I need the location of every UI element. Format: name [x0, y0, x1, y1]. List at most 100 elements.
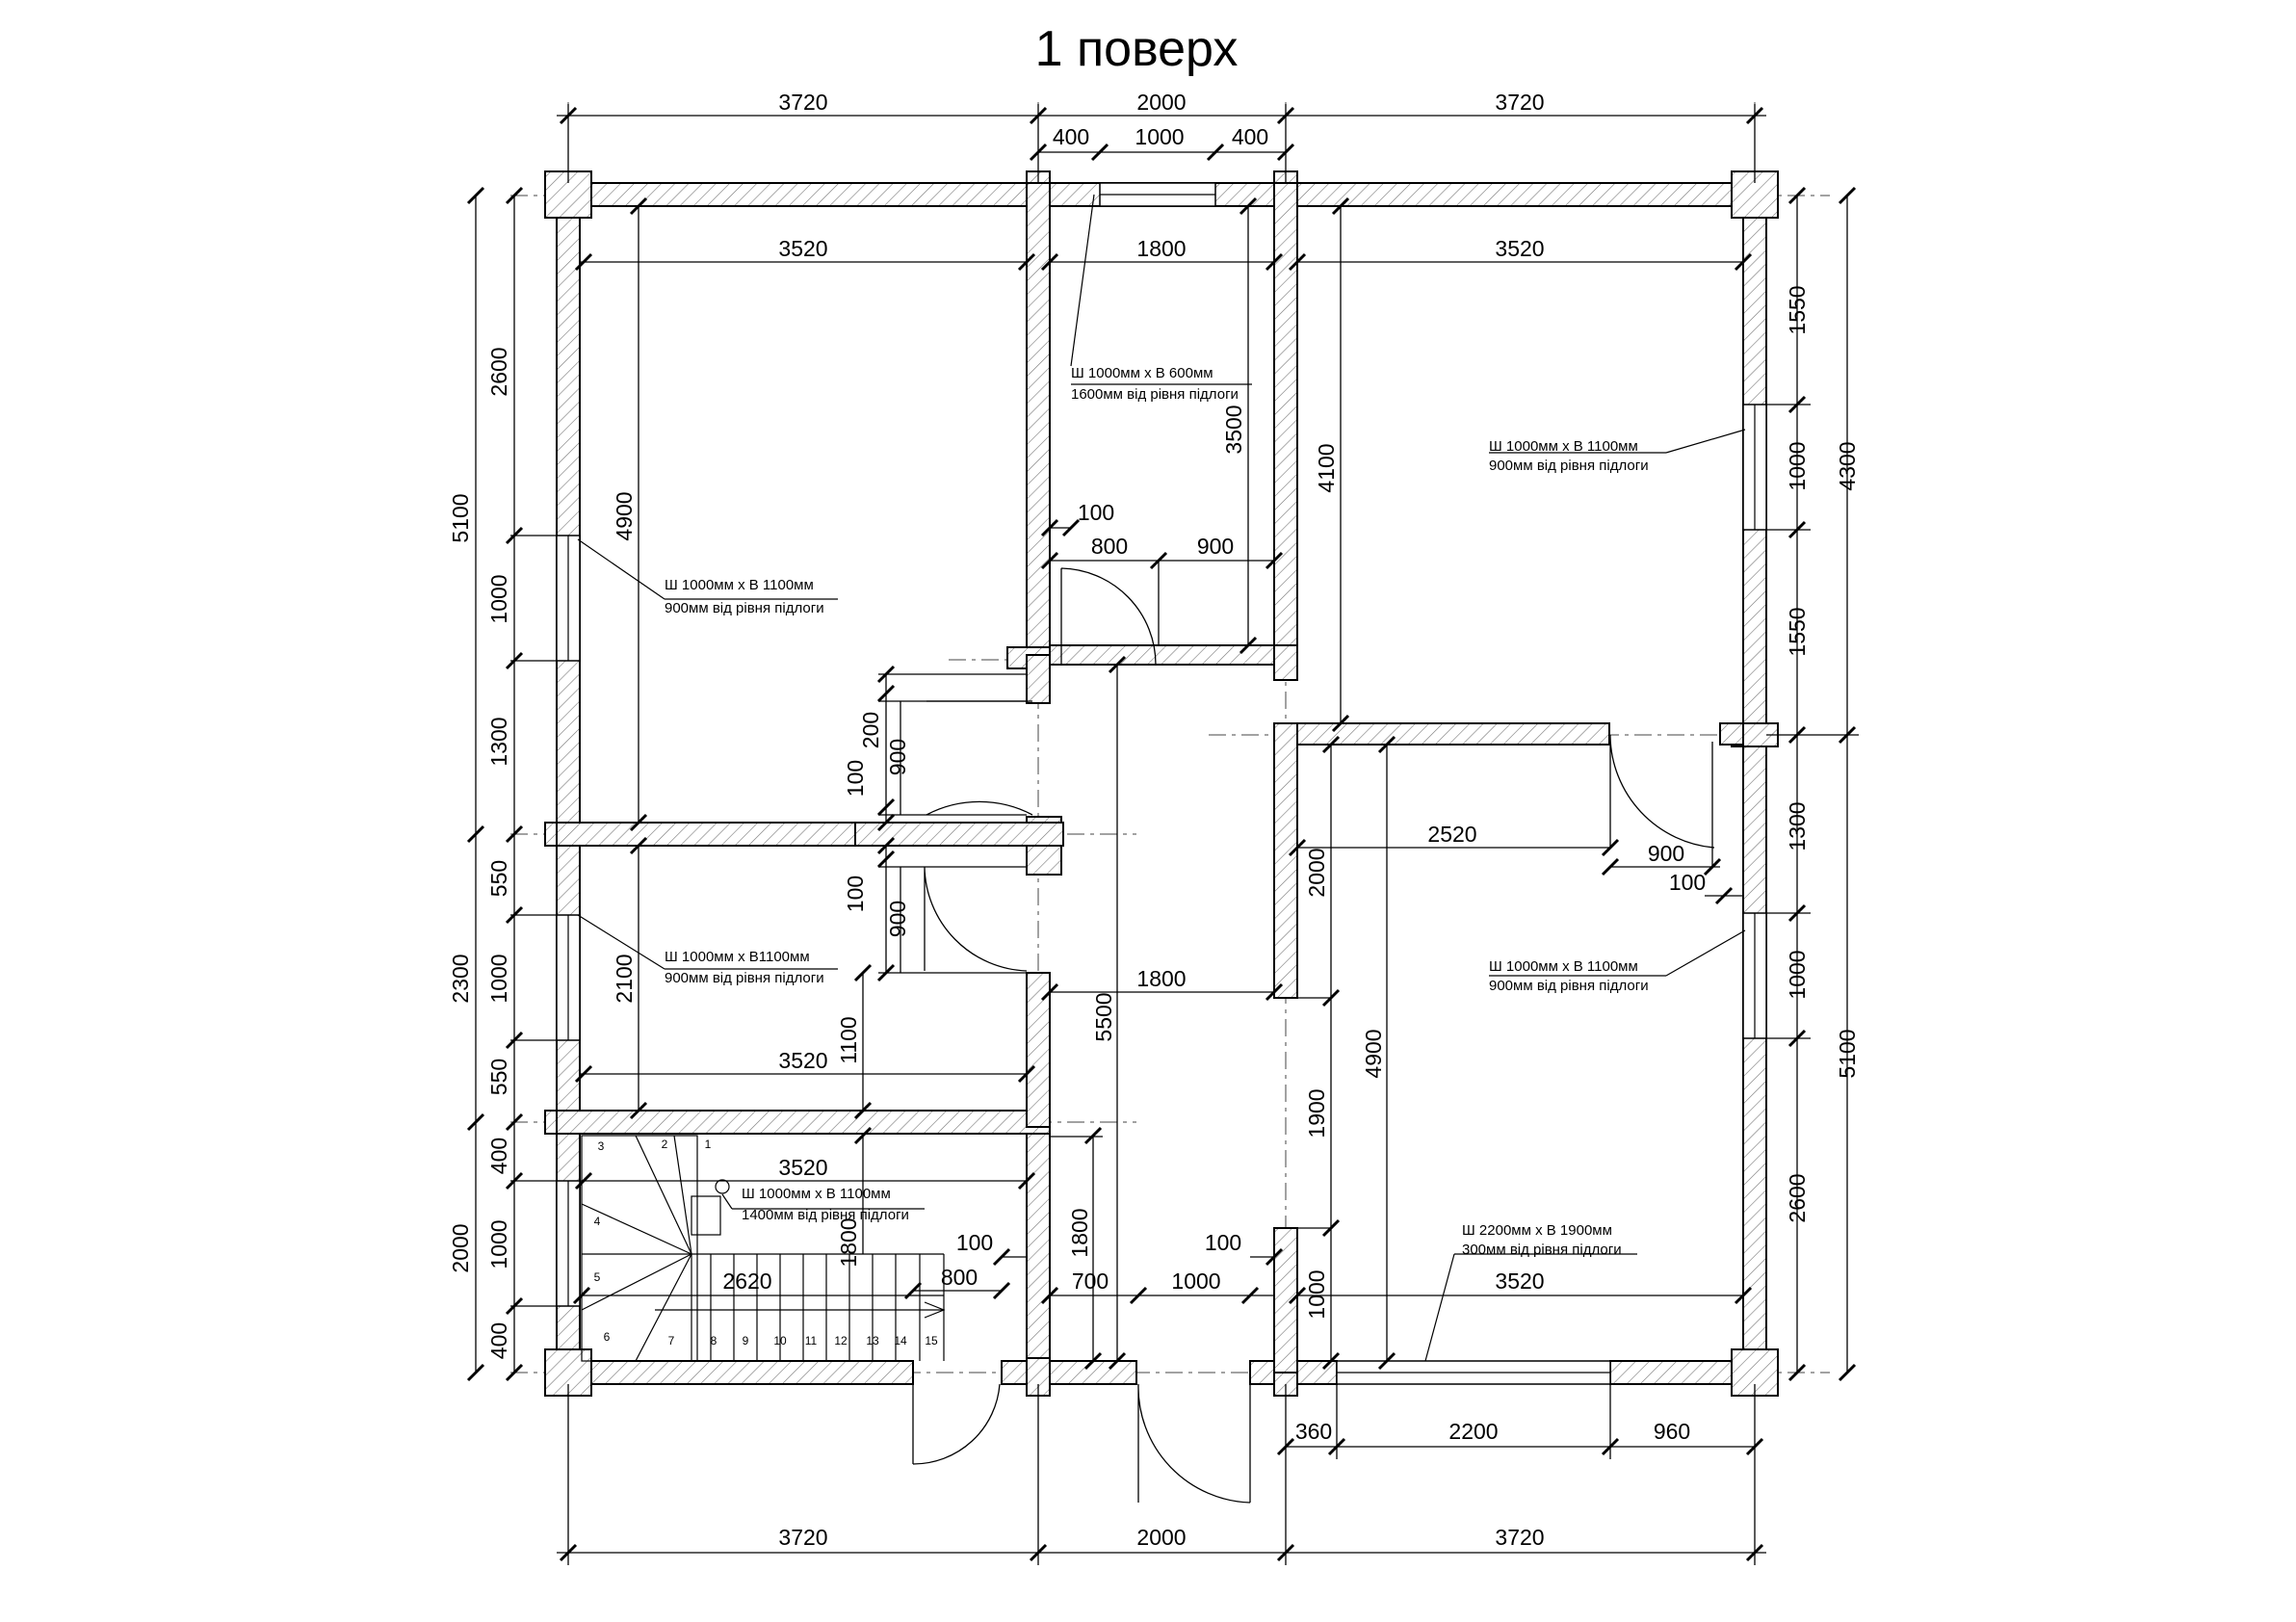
dim-bottom-middle: 2000 [1136, 1525, 1186, 1550]
window-note-ne: Ш 1000мм х В 1100мм 900мм від рівня підл… [1489, 438, 1649, 474]
door-bath [1060, 567, 1157, 666]
dim-bottom-window: 2200 [1448, 1419, 1498, 1444]
dim-room-nw-height: 4900 [612, 491, 637, 540]
dim-vest-door: 1000 [1171, 1269, 1220, 1294]
stairs: 1 2 3 4 5 6 7 8 9 10 11 12 13 14 15 [581, 1135, 946, 1362]
dim-bottom-left: 3720 [778, 1525, 827, 1550]
wall-room-w-right [1026, 972, 1051, 1128]
wall-room-nw-bottom-2 [854, 822, 1064, 847]
dim-room-ne-width: 3520 [1495, 236, 1544, 261]
dim-room-nw-width: 3520 [778, 236, 827, 261]
dim-bottom-right: 3720 [1495, 1525, 1544, 1550]
window-note-w: Ш 1000мм х В1100мм 900мм від рівня підло… [665, 949, 824, 986]
stair-step-9: 9 [743, 1334, 749, 1347]
wall-bath-bottom-right [1273, 644, 1298, 681]
wall-room-nw-bottom [556, 822, 856, 847]
window-note-living-size: Ш 2200мм х В 1900мм [1462, 1222, 1612, 1239]
door-exit-main [1137, 1383, 1251, 1504]
stair-step-14: 14 [894, 1334, 907, 1347]
window-note-ne-size: Ш 1000мм х В 1100мм [1489, 438, 1638, 455]
interior-dimension-lines [572, 196, 1753, 1371]
dim-left-inner-7: 400 [486, 1138, 511, 1174]
dim-hall-width: 1800 [1136, 966, 1186, 991]
wall-hall-left-top [1026, 654, 1051, 704]
stair-step-12: 12 [834, 1334, 848, 1347]
door-room-nw [926, 700, 1033, 816]
door-room-w [924, 866, 1028, 972]
dim-vest-height: 1800 [1067, 1208, 1092, 1257]
window-note-stair-height: 1400мм від рівня підлоги [742, 1207, 909, 1223]
dim-left-outer-2: 2300 [448, 954, 473, 1003]
dim-top-left: 3720 [778, 90, 827, 115]
dim-left-outer-1: 5100 [448, 493, 473, 542]
outer-wall-top-left [556, 182, 1051, 207]
stair-step-15: 15 [925, 1334, 938, 1347]
door-living [1609, 735, 1715, 867]
dim-bottom-window-right: 960 [1654, 1419, 1690, 1444]
stair-step-7: 7 [668, 1334, 675, 1347]
dim-bottom-window-left: 360 [1295, 1419, 1332, 1444]
dim-hall-door-1-wall: 100 [843, 760, 868, 797]
dim-right-inner-5: 1000 [1785, 950, 1810, 999]
window-leaders [577, 194, 1746, 1362]
outer-wall-bottom-left [556, 1360, 914, 1385]
dim-vest-wall: 700 [1072, 1269, 1109, 1294]
stair-step-13: 13 [866, 1334, 879, 1347]
left-dimension-lines [466, 186, 557, 1382]
wall-bath-left [1026, 182, 1051, 656]
stair-step-6: 6 [604, 1330, 611, 1344]
dim-room-ne-height: 4100 [1314, 443, 1339, 492]
dim-hall-door-1-width: 900 [885, 739, 910, 775]
dim-living-width: 2520 [1427, 822, 1476, 847]
dim-right-inner-1: 1550 [1785, 285, 1810, 334]
stair-step-5: 5 [594, 1270, 601, 1284]
window-note-e: Ш 1000мм х В 1100мм 900мм від рівня підл… [1489, 958, 1649, 994]
dim-room-w-height: 2100 [612, 954, 637, 1003]
bottom-dimension-lines [557, 1384, 1766, 1565]
stair-step-2: 2 [662, 1138, 668, 1151]
dim-room-w-width: 3520 [778, 1048, 827, 1073]
outer-wall-top-right [1273, 182, 1768, 207]
walls [544, 170, 1779, 1397]
dim-living-width-2: 3520 [1495, 1269, 1544, 1294]
wall-living-top [1273, 722, 1610, 746]
dim-hall-length: 5500 [1091, 992, 1116, 1041]
dim-bath-width: 1800 [1136, 236, 1186, 261]
window-note-stair: Ш 1000мм х В 1100мм 1400мм від рівня під… [742, 1186, 909, 1223]
dim-left-inner-5: 1000 [486, 954, 511, 1003]
dim-stair-wall: 100 [956, 1230, 993, 1255]
stair-step-11: 11 [805, 1334, 818, 1347]
stair-step-10: 10 [773, 1334, 787, 1347]
stair-step-3: 3 [598, 1139, 605, 1153]
window-note-ne-height: 900мм від рівня підлоги [1489, 458, 1649, 474]
right-dimension-lines [1766, 186, 1859, 1382]
dim-hall-door-1-gap: 200 [858, 712, 883, 748]
dim-left-inner-6: 550 [486, 1059, 511, 1095]
window-note-e-size: Ш 1000мм х В 1100мм [1489, 958, 1638, 975]
top-dimension-lines [557, 104, 1766, 183]
window-note-e-height: 900мм від рівня підлоги [1489, 978, 1649, 994]
dim-hall-door-2-wall: 100 [843, 876, 868, 912]
axis-lines [510, 102, 1830, 1483]
window-note-stair-size: Ш 1000мм х В 1100мм [742, 1186, 891, 1202]
dim-right-outer-2: 5100 [1835, 1029, 1860, 1078]
dim-top-window-left: 400 [1053, 124, 1089, 149]
wall-room-w-bottom [556, 1110, 1051, 1135]
dim-top-window-right: 400 [1232, 124, 1268, 149]
window-note-bath-height: 1600мм від рівня підлоги [1071, 386, 1239, 403]
dim-left-inner-3: 1300 [486, 717, 511, 766]
door-exit-stair [912, 1383, 1001, 1465]
window-note-w-height: 900мм від рівня підлоги [665, 970, 824, 986]
dim-living-door-gap: 100 [1669, 870, 1706, 895]
dim-stair-width: 3520 [778, 1155, 827, 1180]
dim-left-inner-1: 2600 [486, 347, 511, 396]
dim-bath-height: 3500 [1221, 405, 1246, 454]
dim-left-inner-9: 400 [486, 1322, 511, 1359]
windows [556, 182, 1767, 1385]
plan-title: 1 поверх [1035, 21, 1239, 77]
dim-left-inner-2: 1000 [486, 574, 511, 623]
dim-right-inner-3: 1550 [1785, 607, 1810, 656]
dim-right-inner-2: 1000 [1785, 441, 1810, 490]
dim-top-window: 1000 [1135, 124, 1184, 149]
